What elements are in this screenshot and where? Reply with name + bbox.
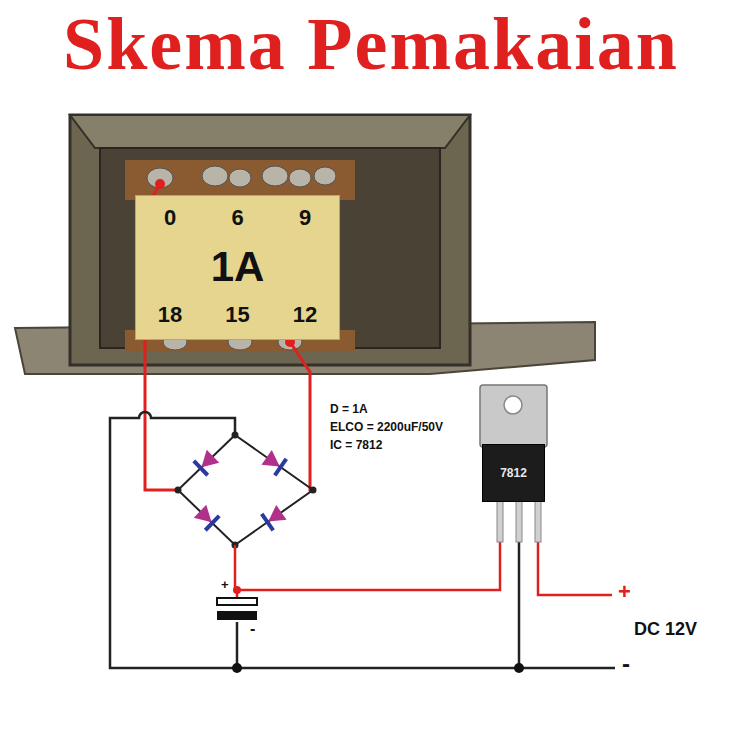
dc-wire [235, 540, 612, 595]
tap-number: 15 [218, 303, 258, 327]
spec-note: IC = 7812 [330, 439, 382, 452]
label-row: 0 6 9 [150, 206, 325, 230]
title: Skema Pemakaian [0, 4, 742, 84]
junction-dot [514, 663, 524, 673]
bridge-nodes [175, 432, 317, 549]
transformer-label: 0 6 9 1A 18 15 12 [135, 195, 340, 340]
transformer-plate [70, 115, 470, 148]
spec-note: ELCO = 2200uF/50V [330, 421, 443, 434]
tap-number: 0 [150, 206, 190, 230]
tap-number: 6 [218, 206, 258, 230]
polarity-mark: - [250, 620, 255, 638]
rating-text: 1A [211, 245, 265, 289]
output-plus: + [618, 580, 631, 604]
transformer-window [100, 148, 440, 348]
regulator-package [480, 385, 547, 542]
coil-copper [125, 160, 355, 200]
label-row: 1A [150, 245, 325, 289]
polarity-mark: + [221, 578, 229, 592]
diode-symbol [193, 449, 287, 530]
output-voltage: DC 12V [634, 620, 697, 640]
junction-dot [232, 663, 242, 673]
tap-number: 9 [285, 206, 325, 230]
tap-number: 12 [285, 303, 325, 327]
terminal-dot [155, 179, 165, 189]
tap-number: 18 [150, 303, 190, 327]
ground-wire [110, 412, 615, 668]
regulator-body: 7812 [482, 444, 545, 502]
bridge-wires [178, 435, 313, 545]
part-number: 7812 [500, 466, 527, 480]
transformer-frame [70, 115, 470, 365]
spec-note: D = 1A [330, 403, 368, 416]
output-minus: - [622, 651, 630, 677]
label-row: 18 15 12 [150, 303, 325, 327]
capacitor-symbol [217, 590, 257, 620]
